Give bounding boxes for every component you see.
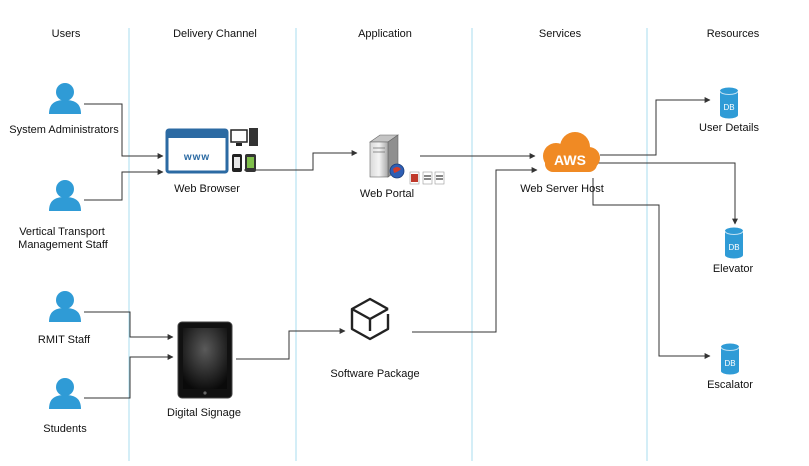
- person-icon: [49, 83, 81, 114]
- smartphone-icon: [232, 154, 256, 172]
- package-hexagon-icon: [350, 297, 390, 341]
- desktop-computer-icon: [230, 128, 258, 146]
- person-icon: [49, 378, 81, 409]
- aws-cloud-icon: [543, 132, 600, 172]
- user-vertical-transport-staff: Vertical Transport Management Staff: [18, 180, 109, 251]
- web-portal-node: Web Portal: [360, 134, 445, 200]
- tablet-icon: [177, 321, 233, 399]
- column-header-services: Services: [539, 28, 582, 40]
- user-label-vt-line2: Management Staff: [18, 239, 109, 251]
- web-browser-node: www Web Browser: [165, 128, 258, 195]
- connector-students-signage: [84, 354, 174, 399]
- connector-browser-portal: [244, 150, 358, 171]
- application-label-software-package: Software Package: [330, 368, 419, 380]
- aws-service-node: AWS Web Server Host: [520, 132, 604, 195]
- globe-badge-icon: [389, 163, 405, 179]
- resource-label-user-details: User Details: [699, 122, 759, 134]
- db-icon-label: DB: [723, 103, 734, 112]
- connector-vtstaff-browser: [84, 169, 164, 201]
- user-label-students: Students: [43, 423, 87, 435]
- db-icon-label: DB: [724, 359, 735, 368]
- db-icon-label: DB: [728, 243, 739, 252]
- channel-label-digital-signage: Digital Signage: [167, 407, 241, 419]
- connector-signage-software: [236, 328, 346, 360]
- column-header-application: Application: [358, 28, 412, 40]
- aws-logo-text: AWS: [554, 152, 586, 168]
- browser-window-icon: www: [165, 128, 229, 174]
- connectors: [84, 97, 738, 399]
- user-label-rmit-staff: RMIT Staff: [38, 334, 91, 346]
- user-rmit-staff: RMIT Staff: [38, 291, 91, 346]
- column-header-resources: Resources: [707, 28, 760, 40]
- resource-label-elevator: Elevator: [713, 263, 754, 275]
- user-label-system-administrators: System Administrators: [9, 124, 119, 136]
- column-dividers: [128, 28, 648, 461]
- column-header-delivery-channel: Delivery Channel: [173, 28, 257, 40]
- service-label-web-server-host: Web Server Host: [520, 183, 604, 195]
- person-icon: [49, 291, 81, 322]
- column-header-users: Users: [52, 28, 81, 40]
- resource-label-escalator: Escalator: [707, 379, 753, 391]
- db-user-details: DB User Details: [699, 87, 759, 134]
- digital-signage-node: Digital Signage: [167, 321, 241, 419]
- connector-aws-elevator: [597, 162, 738, 225]
- connector-aws-escalator: [592, 178, 711, 359]
- user-system-administrators: System Administrators: [9, 83, 119, 136]
- connector-rmit-signage: [84, 311, 174, 340]
- browser-www-text: www: [183, 152, 210, 163]
- db-escalator: DB Escalator: [707, 343, 753, 391]
- channel-label-web-browser: Web Browser: [174, 183, 240, 195]
- db-elevator: DB Elevator: [713, 227, 754, 275]
- user-label-vt-line1: Vertical Transport: [19, 226, 105, 238]
- connector-software-aws: [412, 167, 538, 333]
- software-package-node: Software Package: [330, 297, 420, 380]
- application-label-web-portal: Web Portal: [360, 188, 414, 200]
- connector-aws-userdetails: [600, 97, 711, 156]
- connector-sysadmin-browser: [84, 103, 164, 159]
- document-file-icons: [409, 171, 445, 185]
- user-students: Students: [43, 378, 87, 435]
- person-icon: [49, 180, 81, 211]
- server-icon: [369, 134, 399, 178]
